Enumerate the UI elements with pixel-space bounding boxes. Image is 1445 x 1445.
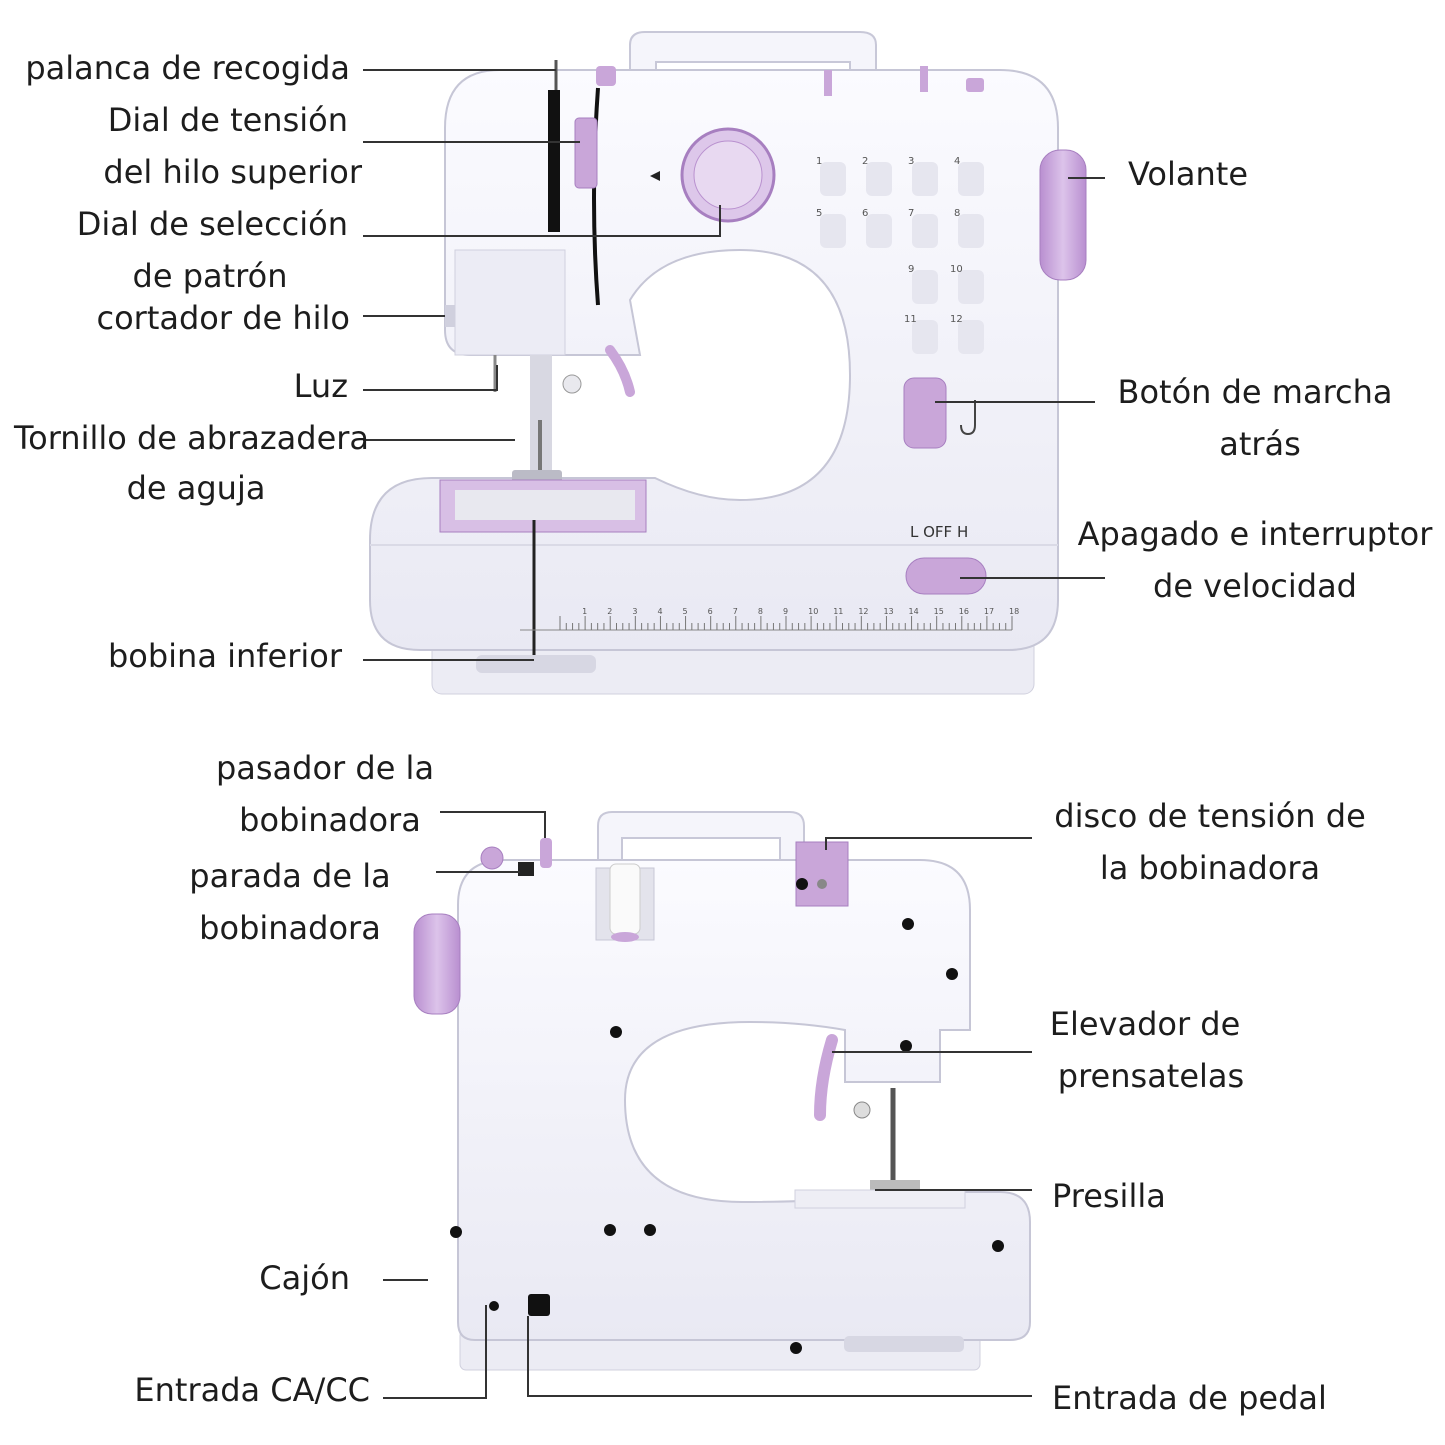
label-drawer: Cajón — [259, 1259, 350, 1297]
label-winder-pin-2: bobinadora — [239, 801, 421, 839]
stitch-num-9: 9 — [908, 264, 914, 275]
handwheel — [1039, 149, 1087, 281]
label-presser-lifter-2: prensatelas — [1057, 1057, 1245, 1095]
back-body — [457, 859, 1031, 1341]
ruler-number: 6 — [708, 607, 713, 616]
ruler-number: 12 — [858, 607, 868, 616]
upper-tension-dial — [574, 117, 598, 189]
stitch-num-12: 12 — [950, 314, 963, 325]
label-lower-bobbin: bobina inferior — [107, 637, 342, 675]
ruler-number: 8 — [758, 607, 763, 616]
ruler-number: 2 — [607, 607, 612, 616]
power-speed-switch — [905, 557, 987, 595]
ruler-number: 13 — [883, 607, 893, 616]
label-switch-1: Apagado e interruptor — [1077, 515, 1433, 553]
ruler-number: 10 — [808, 607, 818, 616]
stitch-num-11: 11 — [904, 314, 917, 325]
label-thread-cutter: cortador de hilo — [96, 299, 350, 337]
label-reverse-2: atrás — [1219, 425, 1301, 463]
label-pedal-input: Entrada de pedal — [1052, 1379, 1327, 1417]
stitch-num-1: 1 — [816, 156, 822, 167]
label-reverse-1: Botón de marcha — [1117, 373, 1393, 411]
label-winder-stop-2: bobinadora — [199, 909, 381, 947]
ruler-number: 11 — [833, 607, 843, 616]
label-presser-lifter-1: Elevador de — [1049, 1005, 1241, 1043]
stitch-num-4: 4 — [954, 156, 960, 167]
label-needle-clamp-1: Tornillo de abrazadera — [14, 419, 370, 457]
ruler-number: 3 — [632, 607, 637, 616]
label-take-up-lever: palanca de recogida — [25, 49, 350, 87]
label-light: Luz — [293, 367, 348, 405]
reverse-button — [903, 377, 947, 449]
label-winder-stop-1: parada de la — [189, 857, 391, 895]
ruler-number: 7 — [733, 607, 738, 616]
ruler-number: 17 — [984, 607, 994, 616]
label-upper-tension-1: Dial de tensión — [107, 101, 348, 139]
stitch-num-7: 7 — [908, 208, 914, 219]
ruler-number: 5 — [683, 607, 688, 616]
stitch-num-2: 2 — [862, 156, 868, 167]
label-needle-clamp-2: de aguja — [126, 469, 266, 507]
ruler-number: 16 — [959, 607, 969, 616]
front-view-machine: 1 2 3 4 5 6 7 8 9 10 11 12 L OFF H — [369, 31, 1087, 695]
ruler-number: 14 — [909, 607, 919, 616]
ruler-number: 1 — [582, 607, 587, 616]
back-leader-lines — [383, 811, 1032, 1399]
label-winder-disc-1: disco de tensión de — [1054, 797, 1366, 835]
label-switch-2: de velocidad — [1153, 567, 1357, 605]
ruler-number: 15 — [934, 607, 944, 616]
label-winder-disc-2: la bobinadora — [1099, 849, 1321, 887]
head-lower — [454, 249, 566, 356]
label-winder-pin-1: pasador de la — [215, 749, 435, 787]
back-view-machine — [413, 811, 1031, 1371]
stitch-num-3: 3 — [908, 156, 914, 167]
stitch-num-5: 5 — [816, 208, 822, 219]
thread-slot — [548, 90, 560, 232]
stitch-num-10: 10 — [950, 264, 963, 275]
label-pattern-dial-2: de patrón — [132, 257, 288, 295]
stitch-chart: 1 2 3 4 5 6 7 8 9 10 11 12 — [816, 156, 984, 354]
label-power-input: Entrada CA/CC — [134, 1371, 370, 1409]
label-pattern-dial-1: Dial de selección — [76, 205, 348, 243]
label-handwheel: Volante — [1128, 155, 1248, 193]
label-clip: Presilla — [1052, 1177, 1166, 1215]
front-leader-lines — [363, 69, 1105, 661]
stitch-num-8: 8 — [954, 208, 960, 219]
ruler-number: 4 — [657, 607, 662, 616]
speed-switch-text: L OFF H — [910, 523, 968, 541]
label-upper-tension-2: del hilo superior — [103, 153, 362, 191]
ruler-number: 9 — [783, 607, 788, 616]
stitch-num-6: 6 — [862, 208, 868, 219]
ruler-number: 18 — [1009, 607, 1019, 616]
